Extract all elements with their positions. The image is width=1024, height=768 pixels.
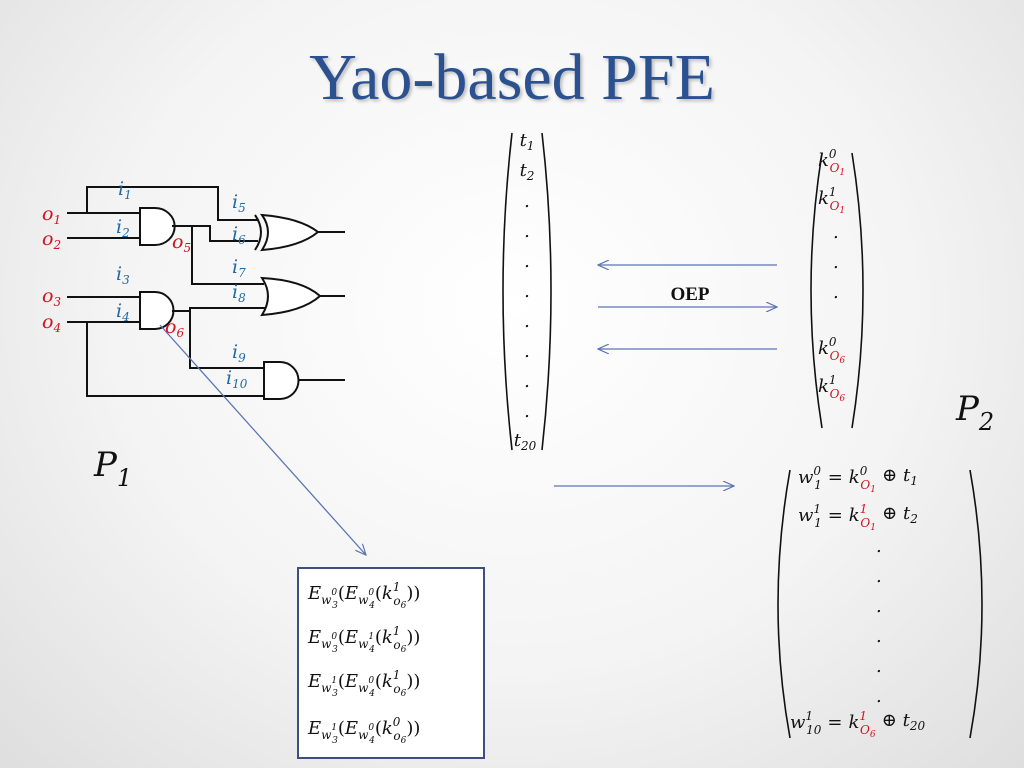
t-vector: t1 t2 . . . . . . . . t20: [502, 130, 552, 453]
t-vector-dot: .: [524, 251, 530, 272]
input-label-i4: i4: [116, 300, 130, 324]
wire-label-o6: o6: [165, 316, 184, 340]
input-label-i2: i2: [116, 216, 130, 240]
and-gate-3: [263, 361, 300, 400]
or-gate: [260, 276, 322, 317]
t-vector-dot: .: [524, 281, 530, 302]
and-gate-2: [139, 291, 175, 330]
t-vector-dot: .: [524, 371, 530, 392]
oep-exchange: [598, 265, 777, 349]
wire-label-o3: o3: [42, 285, 61, 309]
garbled-table-box: [297, 567, 485, 759]
w-vector-dot: .: [876, 566, 882, 587]
t-vector-dot: .: [524, 311, 530, 332]
input-label-i3: i3: [116, 263, 130, 287]
boolean-circuit: [67, 186, 345, 400]
wire-label-o5: o5: [172, 231, 191, 255]
input-label-i8: i8: [232, 281, 246, 305]
w-vector-dot: .: [876, 626, 882, 647]
xor-gate: [259, 213, 320, 252]
input-label-i5: i5: [232, 191, 246, 215]
input-label-i7: i7: [232, 256, 246, 280]
t-vector-t20: t20: [514, 430, 537, 453]
oep-label: OEP: [670, 284, 709, 305]
input-label-i9: i9: [232, 341, 246, 365]
t-vector-t1: t1: [520, 130, 535, 153]
k-vector-dot: .: [833, 222, 839, 243]
party-label-p2: P2: [955, 389, 994, 436]
t-vector-dot: .: [524, 401, 530, 422]
wire-label-o4: o4: [42, 311, 61, 335]
input-label-i6: i6: [232, 223, 246, 247]
input-label-i1: i1: [118, 178, 132, 202]
w-vector-dot: .: [876, 596, 882, 617]
input-label-i10: i10: [226, 367, 248, 391]
and-gate-1: [139, 207, 176, 246]
party-label-p1: P1: [93, 445, 132, 492]
wire-label-o1: o1: [42, 203, 61, 227]
w-vector-dot: .: [876, 686, 882, 707]
k-vector-dot: .: [833, 282, 839, 303]
gate-to-table-arrow: [159, 324, 366, 555]
k-vector-dot: .: [833, 252, 839, 273]
w-vector-dot: .: [876, 536, 882, 557]
t-vector-dot: .: [524, 221, 530, 242]
w-vector-dot: .: [876, 656, 882, 677]
wire-label-o2: o2: [42, 228, 61, 252]
slide-title: Yao-based PFE: [309, 41, 715, 114]
t-vector-dot: .: [524, 191, 530, 212]
t-vector-dot: .: [524, 341, 530, 362]
t-vector-t2: t2: [520, 160, 535, 183]
